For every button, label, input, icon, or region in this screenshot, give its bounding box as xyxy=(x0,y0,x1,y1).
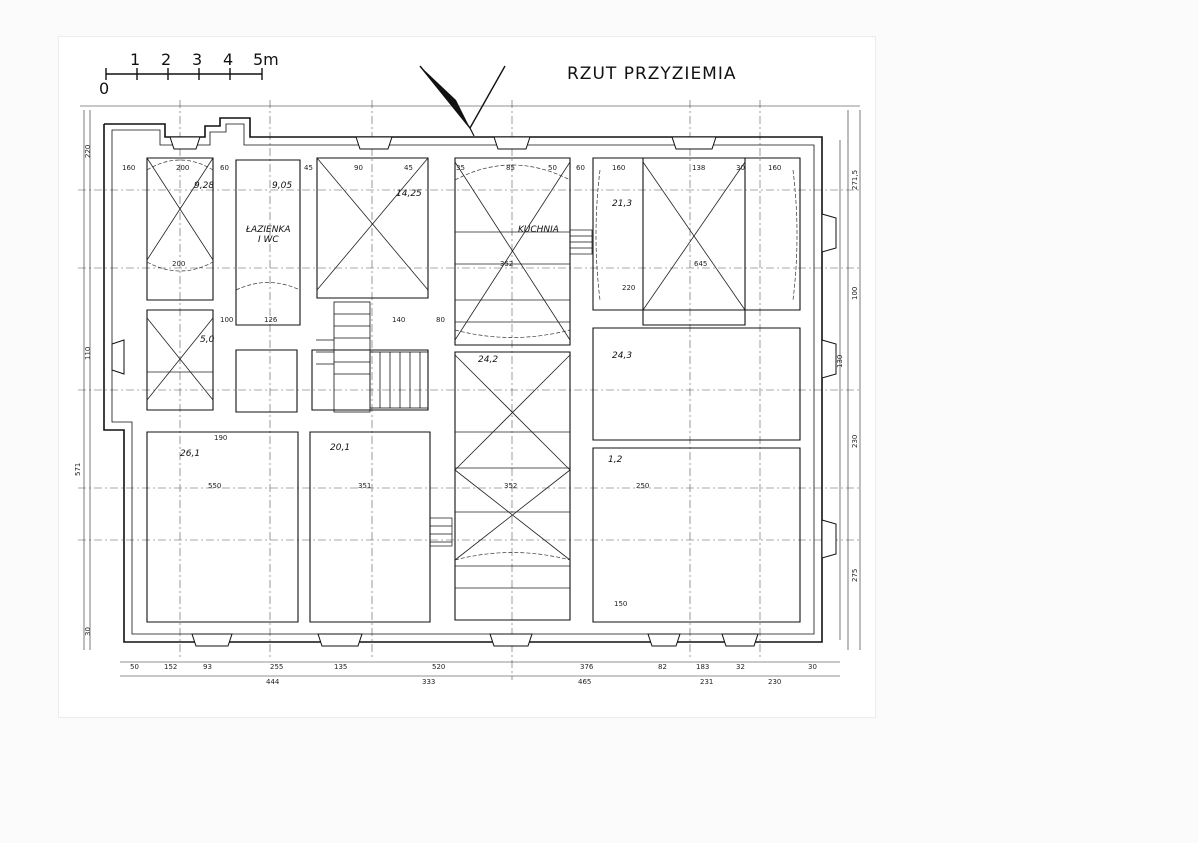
area-9: 20,1 xyxy=(330,443,350,453)
dim-bottom1-8: 82 xyxy=(658,663,667,671)
dim-left-2: 110 xyxy=(84,347,92,360)
dim-bottom2-4: 231 xyxy=(700,678,713,686)
area-5: 5,0 xyxy=(200,335,215,345)
dimension-lines xyxy=(80,105,861,677)
dim-top-12: 138 xyxy=(692,164,705,172)
dim-room-3: 126 xyxy=(264,316,278,324)
dim-right-1: 271,5 xyxy=(851,170,859,190)
dim-bottom1-10: 32 xyxy=(736,663,745,671)
dim-room-4: 352 xyxy=(500,260,513,268)
dim-top-7: 35 xyxy=(456,164,465,172)
dim-left-3: 571 xyxy=(74,463,82,476)
bottom-dimensions-row1: 50 152 93 255 135 520 376 82 183 32 30 xyxy=(130,663,817,671)
dim-bottom1-2: 152 xyxy=(164,663,177,671)
top-dimensions: 160 200 60 45 90 45 35 85 50 60 160 138 … xyxy=(122,164,781,172)
dim-top-4: 45 xyxy=(304,164,313,172)
north-arrow-icon xyxy=(419,65,506,137)
area-10: 1,2 xyxy=(608,455,623,465)
dim-top-3: 60 xyxy=(220,164,229,172)
dim-left-4: 30 xyxy=(84,627,92,636)
dim-bottom1-3: 93 xyxy=(203,663,212,671)
dim-right-3: 130 xyxy=(836,355,844,368)
dim-bottom1-5: 135 xyxy=(334,663,347,671)
scale-label-1: 1 xyxy=(130,50,140,69)
scale-label-2: 2 xyxy=(161,50,171,69)
scale-label-5m: 5m xyxy=(253,50,279,69)
vault-diagonals xyxy=(146,157,746,561)
vault-bands xyxy=(147,231,570,589)
area-2: 9,05 xyxy=(272,181,292,191)
axis-lines xyxy=(78,100,860,680)
scale-label-4: 4 xyxy=(223,50,233,69)
dim-room-14: 190 xyxy=(214,434,227,442)
dim-room-8: 80 xyxy=(436,316,445,324)
room-dimensions: 200 100 126 352 645 220 140 80 550 351 3… xyxy=(172,260,707,608)
dim-bottom1-11: 30 xyxy=(808,663,817,671)
area-8: 26,1 xyxy=(180,449,200,459)
area-7: 24,3 xyxy=(612,351,632,361)
area-1: 9,28 xyxy=(194,181,214,191)
area-6: 24,2 xyxy=(478,355,498,365)
bathroom-sublabel: I WC xyxy=(258,235,279,245)
staircase xyxy=(316,301,429,413)
dim-room-7: 140 xyxy=(392,316,405,324)
dim-bottom1-6: 520 xyxy=(432,663,445,671)
dim-room-9: 550 xyxy=(208,482,221,490)
dim-top-5: 90 xyxy=(354,164,363,172)
dim-top-10: 60 xyxy=(576,164,585,172)
dim-room-13: 150 xyxy=(614,600,627,608)
chimney-hatch xyxy=(429,229,593,547)
room-walls xyxy=(146,157,801,623)
bathroom-label: ŁAZIENKA xyxy=(245,225,291,235)
scale-label-3: 3 xyxy=(192,50,202,69)
dim-top-1: 160 xyxy=(122,164,135,172)
dim-top-11: 160 xyxy=(612,164,625,172)
dim-room-10: 351 xyxy=(358,482,371,490)
scale-bar xyxy=(105,68,263,80)
dim-bottom2-1: 444 xyxy=(266,678,280,686)
dim-room-6: 220 xyxy=(622,284,635,292)
dim-bottom2-5: 230 xyxy=(768,678,781,686)
vault-arcs xyxy=(146,159,798,561)
dim-bottom2-3: 465 xyxy=(578,678,591,686)
dim-room-2: 100 xyxy=(220,316,233,324)
bottom-dimensions-row2: 444 333 465 231 230 xyxy=(266,678,781,686)
outer-walls xyxy=(103,117,823,643)
dim-bottom1-7: 376 xyxy=(580,663,594,671)
dim-room-1: 200 xyxy=(172,260,185,268)
left-dimensions: 220 110 571 30 xyxy=(74,145,92,636)
right-dimensions: 271,5 100 130 230 275 xyxy=(836,170,859,582)
dim-bottom1-4: 255 xyxy=(270,663,283,671)
kitchen-label: KUCHNIA xyxy=(518,225,559,235)
window-niches xyxy=(111,136,837,647)
area-3: 14,25 xyxy=(396,189,422,199)
dim-top-13: 30 xyxy=(736,164,745,172)
dim-top-6: 45 xyxy=(404,164,413,172)
dim-room-11: 352 xyxy=(504,482,517,490)
dim-room-12: 250 xyxy=(636,482,649,490)
dim-top-8: 85 xyxy=(506,164,515,172)
dim-right-2: 100 xyxy=(851,287,859,300)
dim-right-5: 275 xyxy=(851,569,859,582)
area-4: 21,3 xyxy=(612,199,632,209)
dim-bottom2-2: 333 xyxy=(422,678,435,686)
dim-top-9: 50 xyxy=(548,164,557,172)
scale-label-0: 0 xyxy=(99,79,109,98)
dim-bottom1-1: 50 xyxy=(130,663,139,671)
dim-right-4: 230 xyxy=(851,435,859,448)
dim-left-1: 220 xyxy=(84,145,92,158)
dim-bottom1-9: 183 xyxy=(696,663,709,671)
dim-top-2: 200 xyxy=(176,164,189,172)
dim-room-5: 645 xyxy=(694,260,707,268)
drawing-title: RZUT PRZYZIEMIA xyxy=(567,64,737,84)
dim-top-14: 160 xyxy=(768,164,781,172)
